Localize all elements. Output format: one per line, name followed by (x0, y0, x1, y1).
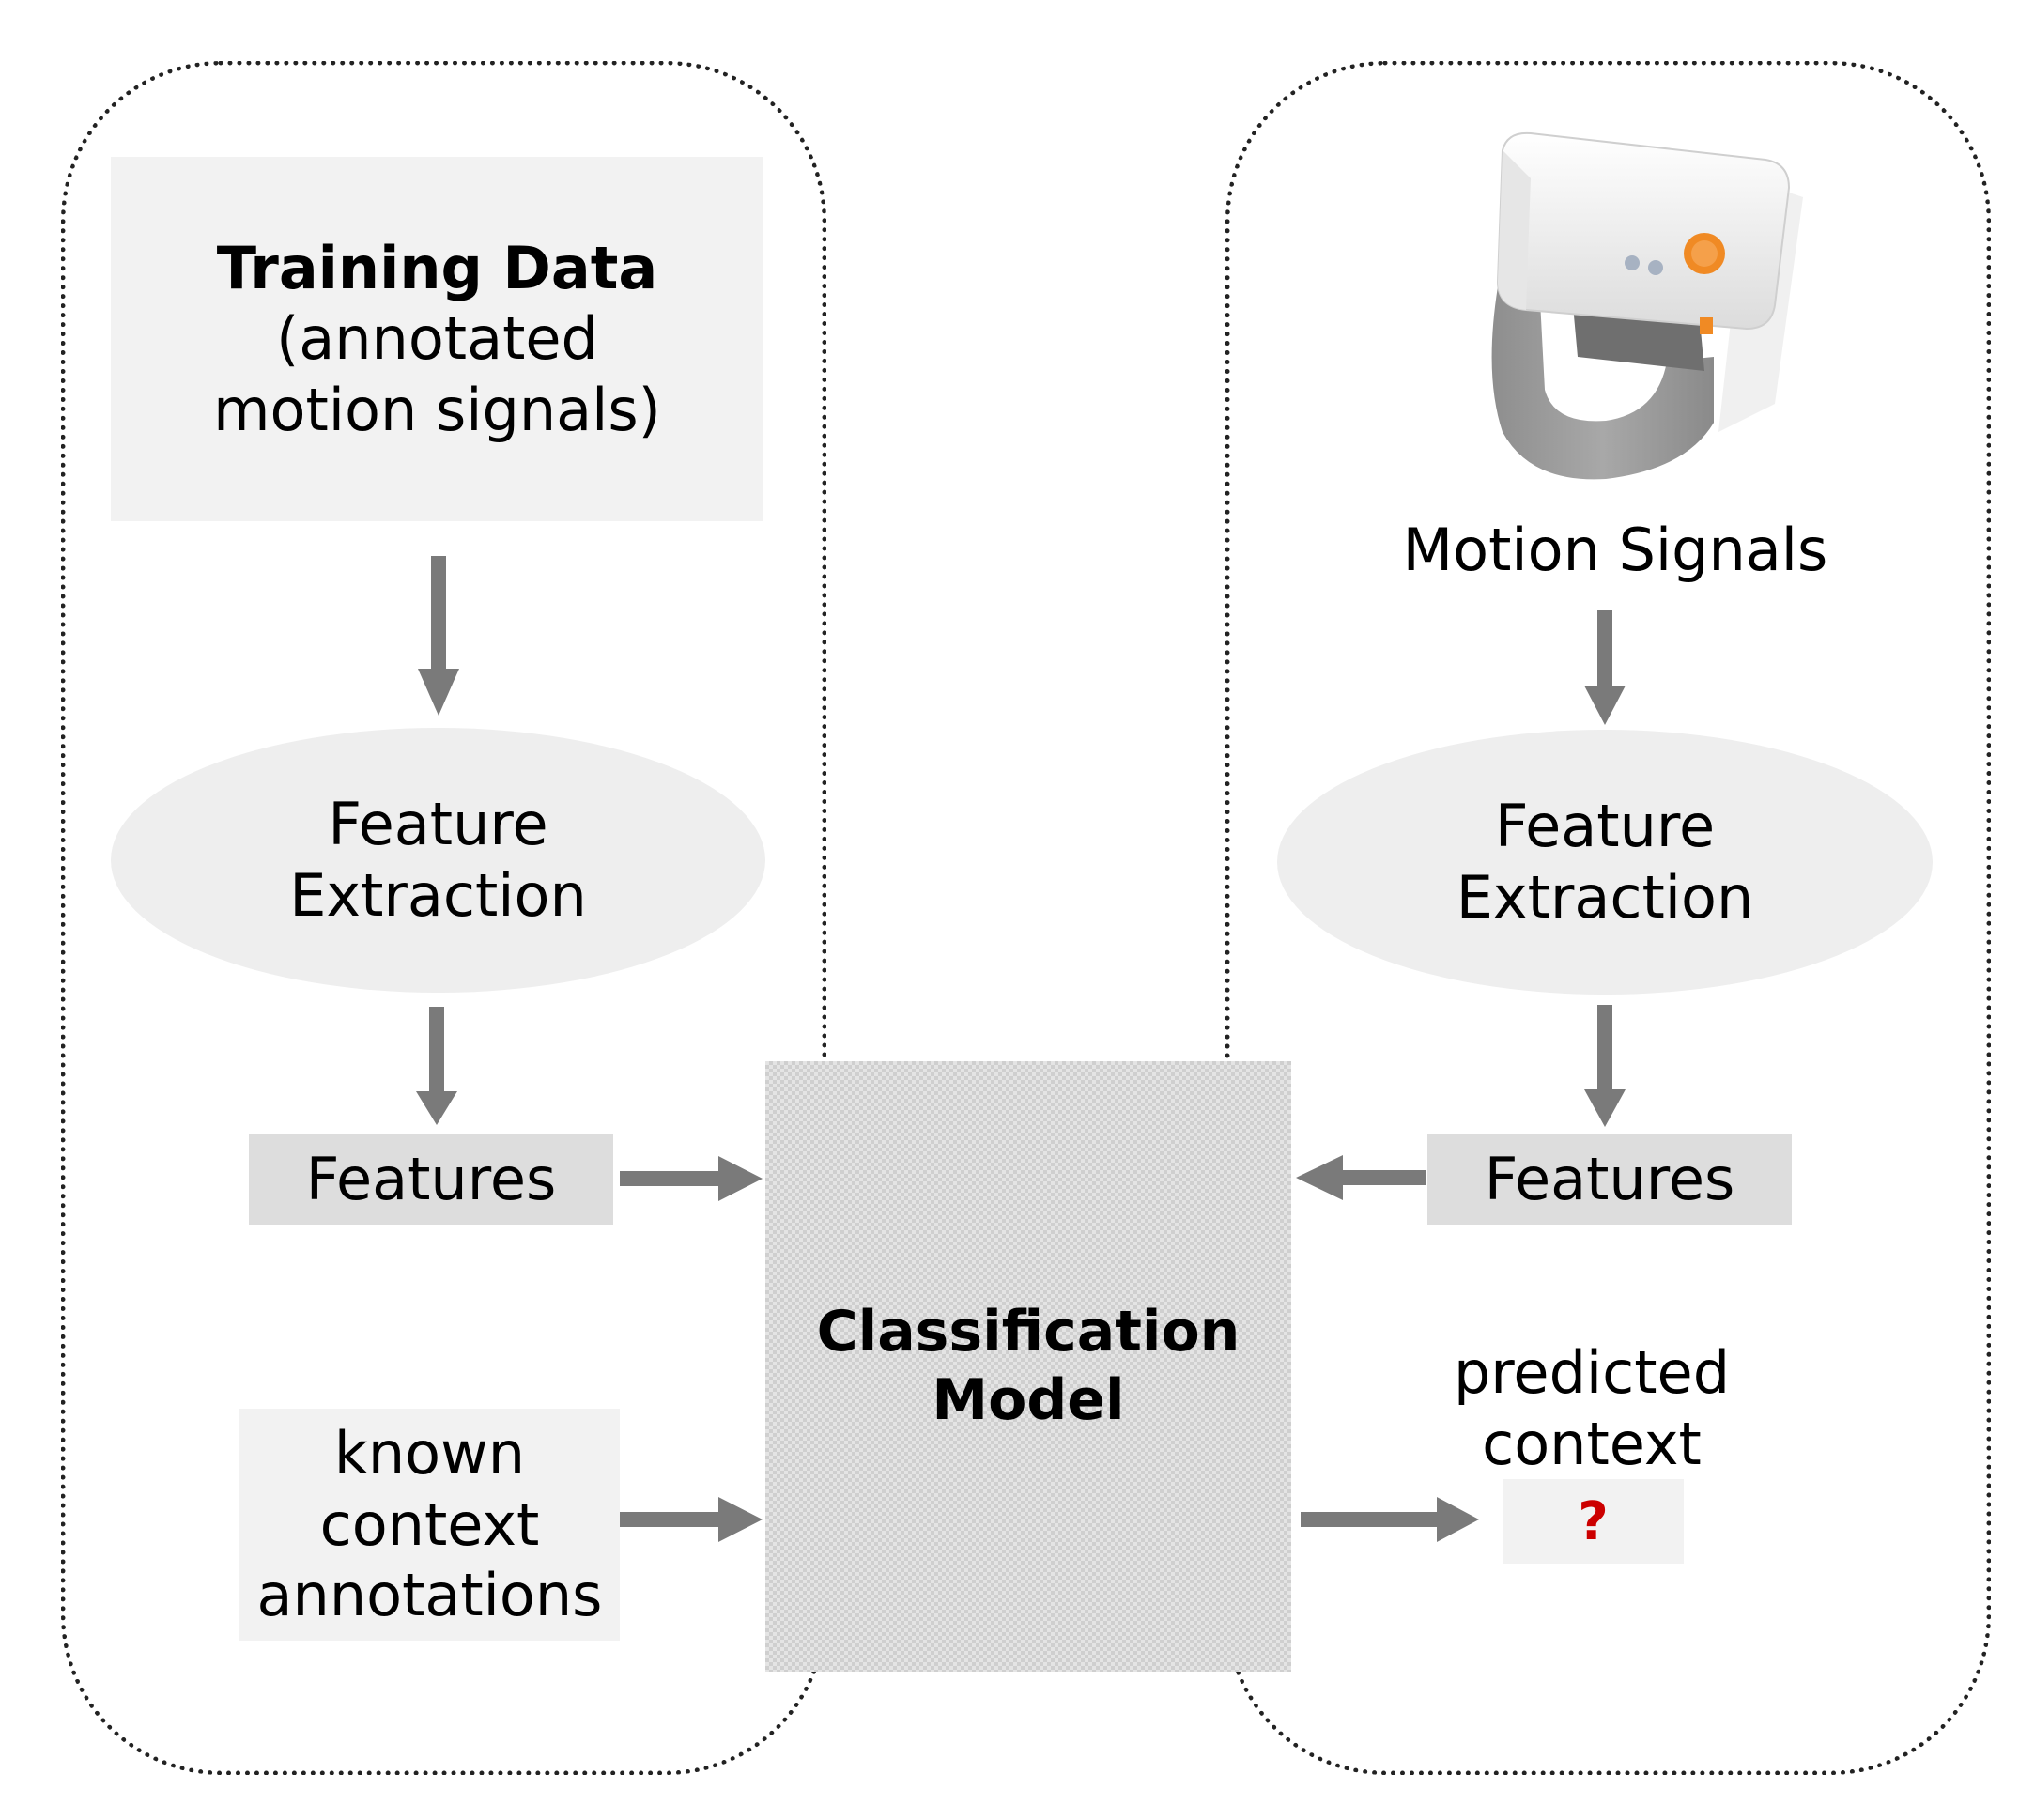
arrow-inference-features-to-model (1338, 1170, 1426, 1185)
arrow-extraction-to-features-left (429, 1007, 444, 1096)
inference-panel (1225, 61, 1991, 1775)
training-feature-extraction-line1: Feature (328, 790, 548, 859)
arrow-model-to-prediction (1301, 1512, 1441, 1527)
inference-feature-extraction: Feature Extraction (1277, 730, 1933, 995)
arrow-annotations-to-model (620, 1512, 723, 1527)
arrow-extraction-to-features-right (1597, 1005, 1612, 1094)
arrow-training-to-extraction (431, 556, 446, 673)
inference-feature-extraction-line1: Feature (1494, 792, 1716, 861)
training-panel (61, 61, 826, 1775)
predicted-line2: context (1482, 1409, 1702, 1478)
inference-feature-extraction-line2: Extraction (1456, 863, 1754, 932)
known-annotations-box: known context annotations (239, 1409, 620, 1641)
training-feature-extraction-line2: Extraction (289, 861, 587, 930)
inference-features-label: Features (1484, 1145, 1735, 1214)
inference-features-box: Features (1427, 1134, 1792, 1225)
annotations-line2: context (319, 1489, 540, 1559)
arrow-features-to-model (620, 1171, 723, 1186)
wearable-device-icon (1491, 131, 1803, 480)
classification-model-box: Classification Model (765, 1061, 1291, 1672)
arrow-signals-to-extraction (1597, 610, 1612, 690)
predicted-line1: predicted (1453, 1338, 1731, 1407)
training-features-box: Features (249, 1134, 613, 1225)
predicted-context-label: predicted context (1404, 1337, 1780, 1479)
annotations-line3: annotations (256, 1561, 603, 1630)
model-label-line2: Model (932, 1367, 1125, 1433)
training-features-label: Features (305, 1145, 557, 1214)
training-data-subtitle-1: (annotated (276, 304, 598, 374)
predicted-value: ? (1578, 1490, 1609, 1552)
training-data-box: Training Data (annotated motion signals) (111, 157, 763, 521)
training-data-subtitle-2: motion signals) (213, 375, 661, 444)
training-data-title: Training Data (216, 233, 658, 302)
training-feature-extraction: Feature Extraction (111, 728, 765, 993)
annotations-line1: known (333, 1419, 526, 1488)
motion-signals-label: Motion Signals (1402, 516, 1828, 584)
predicted-value-box: ? (1503, 1479, 1684, 1564)
model-label-line1: Classification (816, 1298, 1241, 1365)
